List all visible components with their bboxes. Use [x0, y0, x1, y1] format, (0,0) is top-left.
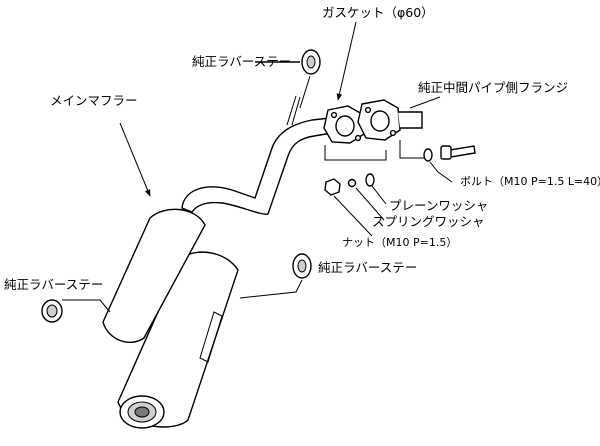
rubber-stay-top-icon [301, 49, 321, 75]
plain-washer-icon [365, 173, 375, 187]
label-flange: 純正中間パイプ側フランジ [418, 80, 568, 95]
rubber-stay-left-icon [41, 299, 63, 323]
intermediate-pipe-flange [357, 99, 423, 141]
label-gasket: ガスケット（φ60） [322, 5, 434, 20]
muffler-flange [323, 105, 365, 144]
label-plain-washer: プレーンワッシャ [389, 198, 488, 213]
label-rubber-stay-left: 純正ラバーステー [4, 277, 103, 292]
spring-washer-icon [347, 178, 357, 188]
label-rubber-stay-top: 純正ラバーステー [192, 54, 291, 69]
nut-icon [324, 178, 341, 196]
main-muffler [102, 95, 333, 429]
label-bolt: ボルト（M10 P=1.5 L=40） [460, 175, 600, 188]
label-nut: ナット（M10 P=1.5） [342, 236, 457, 249]
label-rubber-stay-mid: 純正ラバーステー [318, 260, 417, 275]
bolt-icon [440, 145, 476, 160]
label-main-muffler: メインマフラー [50, 93, 138, 108]
rubber-stay-mid-icon [292, 253, 312, 279]
washer-icon [423, 148, 433, 162]
label-spring-washer: スプリングワッシャ [372, 214, 485, 229]
